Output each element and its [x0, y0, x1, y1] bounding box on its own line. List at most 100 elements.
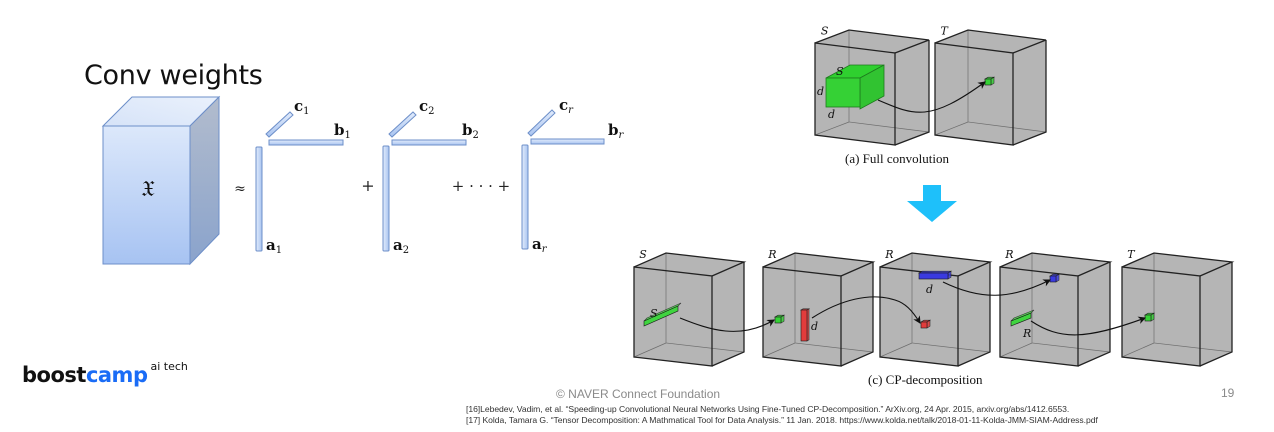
- box-label: S: [639, 248, 647, 261]
- box-side-edges: [894, 40, 930, 146]
- kernel-top: [1010, 309, 1035, 322]
- cp-stage-5-box: [1121, 252, 1235, 367]
- label-a2: a2: [393, 236, 409, 256]
- kernel-front: [800, 309, 808, 342]
- box-side-edges: [711, 262, 745, 367]
- cp-kernel-d-horizontal-label: d: [926, 283, 933, 296]
- kernel-label-height: d: [817, 85, 824, 98]
- logo-primary-text: boost: [22, 363, 86, 387]
- cp-stage-2-box: [762, 252, 876, 367]
- box-label: T: [941, 25, 950, 38]
- full-conv-output-box: [934, 29, 1047, 146]
- label-ar: ar: [532, 235, 548, 255]
- tensor-symbol: 𝔛: [141, 177, 155, 202]
- cp-kernel-d-horizontal: [917, 270, 953, 280]
- box-label: R: [767, 248, 776, 261]
- kernel-front: [918, 272, 949, 280]
- cp-kernel-d-vertical: [799, 308, 811, 342]
- box-hidden-edge: [814, 121, 850, 136]
- kernel-front: [1144, 314, 1152, 322]
- reference-17: [17] Kolda, Tamara G. “Tensor Decomposit…: [466, 415, 1098, 425]
- box-top-edges: [879, 252, 993, 277]
- kernel-front: [774, 316, 782, 324]
- label-b2: b2: [462, 121, 479, 141]
- cp-stage3-pixel: [919, 319, 932, 329]
- vector-c2-bar: [388, 111, 417, 138]
- label-b1: b1: [334, 121, 351, 141]
- label-c1: c1: [294, 97, 310, 117]
- cube-front-face: [102, 125, 191, 265]
- vector-b2-bar: [391, 139, 467, 146]
- caption-full-convolution: (a) Full convolution: [845, 151, 949, 166]
- cp-stage-4-box: [999, 252, 1113, 367]
- tensor-cube: 𝔛: [101, 95, 221, 266]
- rank-one-term-r: ar br cr: [521, 96, 625, 255]
- box-top-edges: [814, 29, 930, 54]
- box-side-edges: [957, 262, 991, 367]
- vector-br-bar: [530, 138, 605, 145]
- cp-kernel-d-vertical-label: d: [811, 320, 818, 333]
- box-hidden-edge: [879, 342, 913, 358]
- box-side-edges: [1012, 40, 1047, 146]
- box-body: [935, 30, 1046, 145]
- kernel-front: [825, 77, 861, 108]
- slide-title: Conv weights: [84, 60, 263, 91]
- kernel-front: [984, 78, 992, 86]
- tensor-decomposition-diagram: 𝔛 ≈ a1 b1 c1 + a2 b2 c2 + · · · + ar br …: [101, 95, 625, 266]
- box-body: [1000, 253, 1110, 366]
- copyright-notice: © NAVER Connect Foundation: [556, 387, 721, 401]
- rank-one-term-1: a1 b1 c1: [255, 97, 351, 256]
- vector-b1-bar: [268, 139, 344, 146]
- full-conv-output-pixel: [983, 76, 996, 86]
- cp-stage-1-box: [633, 252, 747, 367]
- label-c2: c2: [419, 97, 435, 117]
- cp-output-pixel: [1143, 312, 1156, 322]
- box-hidden-edge: [633, 342, 667, 358]
- vector-c1-bar: [265, 111, 294, 138]
- box-side-edges: [840, 262, 874, 367]
- rank-one-term-2: a2 b2 c2: [382, 97, 479, 256]
- cp-stage-3-box: [879, 252, 993, 367]
- box-top-edges: [633, 252, 747, 277]
- down-arrow-icon: [907, 185, 957, 222]
- page-number: 19: [1221, 386, 1235, 400]
- reference-16: [16]Lebedev, Vadim, et al. “Speeding-up …: [466, 404, 1070, 414]
- cp-kernel-r-label: R: [1022, 327, 1031, 340]
- box-hidden-edge: [1121, 342, 1155, 358]
- vector-cr-bar: [527, 109, 556, 137]
- vector-ar-bar: [521, 144, 529, 250]
- cp-kernel-r: [1010, 309, 1035, 327]
- full-conv-kernel: [825, 64, 885, 110]
- vector-a2-bar: [382, 145, 390, 252]
- box-top-edges: [1121, 252, 1235, 277]
- full-conv-mapping-arrow: [877, 81, 986, 113]
- approx-symbol: ≈: [234, 181, 246, 197]
- cp-stage3-arrow: [942, 279, 1051, 296]
- kernel-label-depth: S: [836, 65, 844, 78]
- cp-stage1-arrow: [679, 317, 775, 332]
- box-top-edges: [999, 252, 1113, 277]
- box-body: [634, 253, 744, 366]
- kernel-label-width: d: [828, 108, 835, 121]
- box-top-edges: [934, 29, 1047, 54]
- label-br: br: [608, 121, 625, 141]
- cp-kernel-s: [643, 302, 682, 327]
- kernel-front: [1049, 275, 1057, 283]
- box-body: [880, 253, 990, 366]
- box-label: T: [1127, 248, 1136, 261]
- label-cr: cr: [559, 96, 574, 116]
- box-side-edges: [1199, 262, 1233, 367]
- logo-accent-text: camp: [85, 363, 148, 387]
- box-body: [1122, 253, 1232, 366]
- logo-superscript: ai tech: [150, 360, 188, 373]
- cp-stage2-arrow: [811, 296, 921, 324]
- cp-stage2-pixel: [773, 314, 786, 324]
- box-top-edges: [762, 252, 876, 277]
- box-side-edges: [1077, 262, 1111, 367]
- vector-a1-bar: [255, 146, 263, 252]
- plus-symbol: +: [361, 176, 374, 195]
- ellipsis-plus-symbol: + · · · +: [452, 177, 511, 195]
- box-body: [763, 253, 873, 366]
